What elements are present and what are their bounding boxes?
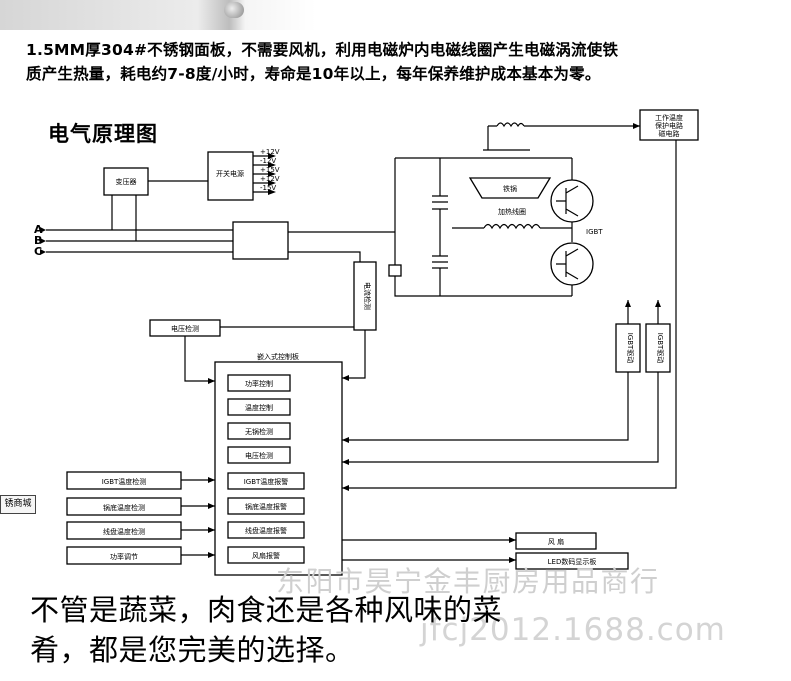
heating-coil [483, 223, 541, 230]
watermark-shop-name: 东阳市昊宁金丰厨房用品商行 [276, 565, 660, 598]
rectifier-box [232, 221, 289, 260]
product-photo-fragment [224, 2, 244, 18]
filter-capacitor-1 [432, 195, 448, 210]
module-fan-alarm [227, 546, 305, 564]
module-label-7: 线盘温度报警 [245, 526, 287, 535]
sensor-igbt-temp [66, 471, 182, 490]
control-board-title: 嵌入式控制板 [257, 352, 299, 361]
fan-box [515, 532, 597, 550]
intro-line-1: 1.5MM厚304#不锈钢面板，不需要风机，利用电磁炉内电磁线圈产生电磁涡流使铁 [26, 41, 619, 59]
phase-c-label: C [34, 245, 42, 258]
supply-output-3: +15V [260, 166, 280, 174]
control-board [214, 361, 343, 576]
watermark-url: jfcj2012.1688.com [420, 612, 726, 648]
filter-capacitor-2 [432, 255, 448, 269]
supply-output-5: -15V [260, 184, 276, 192]
switching-supply-label: 开关电源 [216, 169, 244, 178]
module-power-control [227, 374, 291, 392]
voltage-sense-label: 电压检测 [171, 324, 199, 333]
phase-b-label: B [34, 234, 42, 247]
current-sense-box [353, 261, 377, 331]
transformer-label: 变压器 [116, 177, 137, 186]
sensor-label-4: 功率调节 [110, 552, 138, 561]
pot-label: 铁锅 [503, 184, 517, 193]
side-shop-tag: 锈商城 [0, 495, 36, 514]
fan-label: 风 扇 [548, 537, 564, 546]
module-label-8: 风扇报警 [252, 551, 280, 560]
display-box [515, 552, 629, 570]
sensor-pot-temp [66, 497, 182, 516]
module-igbt-alarm [227, 472, 305, 490]
sensor-label-3: 线盘温度检测 [103, 527, 145, 536]
intro-line-2: 质产生热量，耗电约7-8度/小时，寿命是10年以上，每年保养维护成本基本为零。 [26, 65, 601, 83]
module-label-5: IGBT温度报警 [244, 477, 289, 486]
top-photo-strip [0, 0, 791, 30]
supply-output-2: -12V [260, 157, 276, 165]
footer-text: 不管是蔬菜，肉食还是各种风味的菜 肴，都是您完美的选择。 [30, 590, 670, 670]
module-pot-alarm [227, 497, 305, 515]
module-coil-alarm [227, 521, 305, 539]
display-label: LED数码显示板 [548, 557, 597, 566]
coil-temp-box [639, 109, 699, 141]
filter-inductor [388, 264, 402, 277]
voltage-sense-box [149, 319, 221, 337]
module-label-6: 锅底温度报警 [245, 502, 287, 511]
pot-shape [468, 177, 552, 199]
footer-line-1: 不管是蔬菜，肉食还是各种风味的菜 [30, 593, 503, 627]
sensor-boxes: IGBT温度检测 锅底温度检测 线盘温度检测 功率调节 [66, 471, 182, 565]
sensor-power-adjust [66, 546, 182, 565]
module-label-1: 功率控制 [245, 379, 273, 388]
transformer-box [103, 167, 149, 196]
board-modules: 功率控制 温度控制 无锅检测 电压检测 IGBT温度报警 锅底温度报警 线盘温度… [227, 374, 305, 564]
sensor-coil-temp [66, 521, 182, 540]
supply-output-1: +12V [260, 148, 280, 156]
igbt-lower [550, 242, 594, 286]
igbt-drive-left-label: IGBT驱动 [626, 333, 635, 364]
wires [46, 125, 677, 561]
supply-output-4: +12V [260, 175, 280, 183]
module-voltage-detect [227, 446, 291, 464]
phase-a-label: A [34, 223, 43, 236]
igbt-drive-right-box [645, 323, 671, 373]
coil-temp-label: 工作温度保护电路磁电路 [655, 113, 683, 138]
igbt-upper [550, 179, 594, 223]
diagram-title: 电气原理图 [48, 122, 158, 146]
current-sense-label: 电流检测 [363, 282, 372, 310]
module-no-pot-detect [227, 422, 291, 440]
switching-supply-box [207, 151, 254, 201]
module-label-3: 无锅检测 [245, 427, 273, 436]
heating-coil-label: 加热线圈 [498, 207, 526, 216]
module-temp-control [227, 398, 291, 416]
supply-output-labels: +12V -12V +15V +12V -15V [260, 148, 280, 192]
watermark: 东阳市昊宁金丰厨房用品商行 [276, 560, 660, 600]
sensor-label-1: IGBT温度检测 [102, 477, 147, 486]
igbt-drive-right-label: IGBT驱动 [656, 333, 665, 364]
footer-line-2: 肴，都是您完美的选择。 [30, 633, 355, 667]
module-label-4: 电压检测 [245, 451, 273, 460]
module-label-2: 温度控制 [245, 403, 273, 412]
igbt-label: IGBT [586, 228, 603, 236]
arrows [40, 123, 661, 563]
intro-paragraph: 1.5MM厚304#不锈钢面板，不需要风机，利用电磁炉内电磁线圈产生电磁涡流使铁… [26, 38, 766, 86]
top-sense-coil [496, 122, 525, 128]
igbt-drive-left-box [615, 323, 641, 373]
sensor-label-2: 锅底温度检测 [103, 503, 145, 512]
